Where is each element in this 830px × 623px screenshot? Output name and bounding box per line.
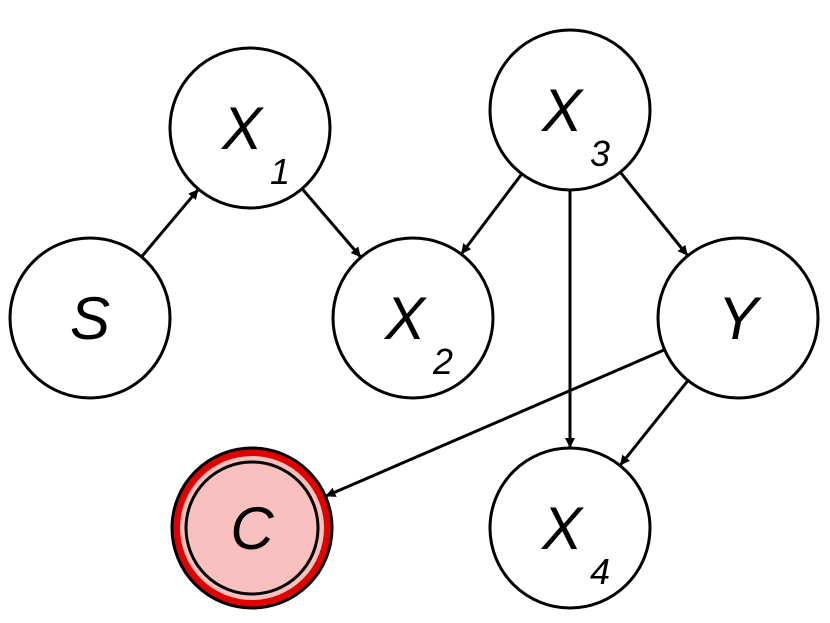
node-x4-subscript: 4: [590, 551, 610, 592]
node-x1-subscript: 1: [270, 151, 290, 192]
node-x4-circle: [488, 446, 652, 610]
node-x2-label: X: [383, 285, 427, 352]
edge-x1-to-x2: [300, 187, 362, 258]
node-x1: X1: [168, 46, 332, 210]
node-x3-subscript: 3: [590, 133, 610, 174]
edge-y-to-c: [325, 348, 666, 498]
node-x4: X4: [488, 446, 652, 610]
node-c-ring-outer: [172, 448, 332, 608]
node-x3-label: X: [540, 77, 584, 144]
edge-x3-to-x2: [460, 172, 524, 255]
node-x3: X3: [488, 28, 652, 192]
node-y: Y: [656, 236, 820, 400]
node-c-ring-inner: [184, 460, 320, 596]
edges: [140, 171, 690, 498]
edge-x3-to-y: [619, 171, 689, 256]
node-x3-circle: [488, 28, 652, 192]
node-x1-label: X: [220, 95, 264, 162]
edge-y-to-x4: [619, 379, 690, 466]
node-s: S: [8, 236, 172, 400]
node-y-label: Y: [718, 285, 762, 352]
node-s-label: S: [70, 285, 110, 352]
edge-s-to-x1: [140, 188, 199, 258]
node-s-circle: [8, 236, 172, 400]
node-x4-label: X: [540, 495, 584, 562]
node-x2: X2: [331, 236, 495, 400]
node-x2-circle: [331, 236, 495, 400]
node-y-circle: [656, 236, 820, 400]
node-c: C: [170, 446, 334, 610]
node-c-border: [170, 446, 334, 610]
node-c-label: C: [230, 495, 274, 562]
node-x1-circle: [168, 46, 332, 210]
node-x2-subscript: 2: [432, 341, 453, 382]
